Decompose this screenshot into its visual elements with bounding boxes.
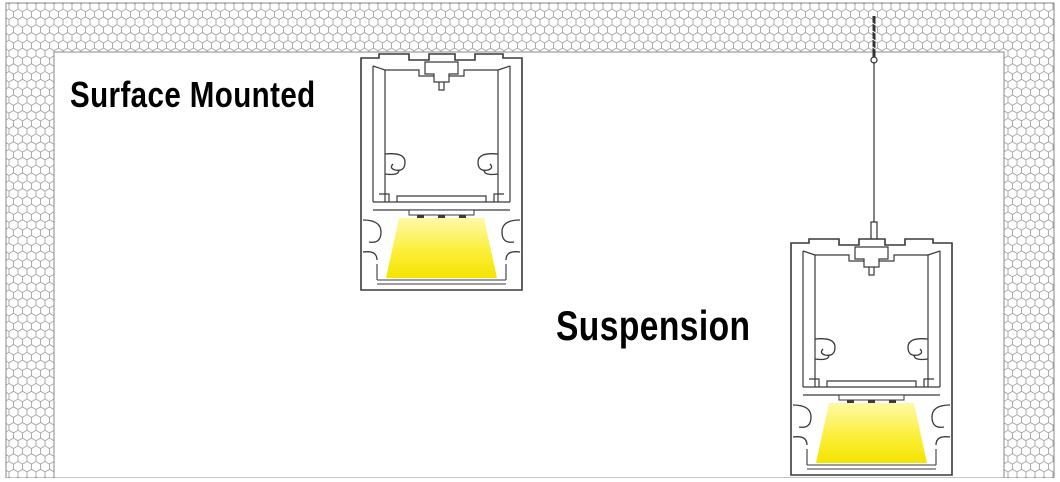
suspension-cable-icon xyxy=(870,16,878,241)
suspension-label: Suspension xyxy=(556,302,751,349)
surface-mounted-label: Surface Mounted xyxy=(70,74,316,115)
surface-mounted-fixture-icon xyxy=(360,53,523,291)
suspension-fixture-icon xyxy=(790,238,953,476)
